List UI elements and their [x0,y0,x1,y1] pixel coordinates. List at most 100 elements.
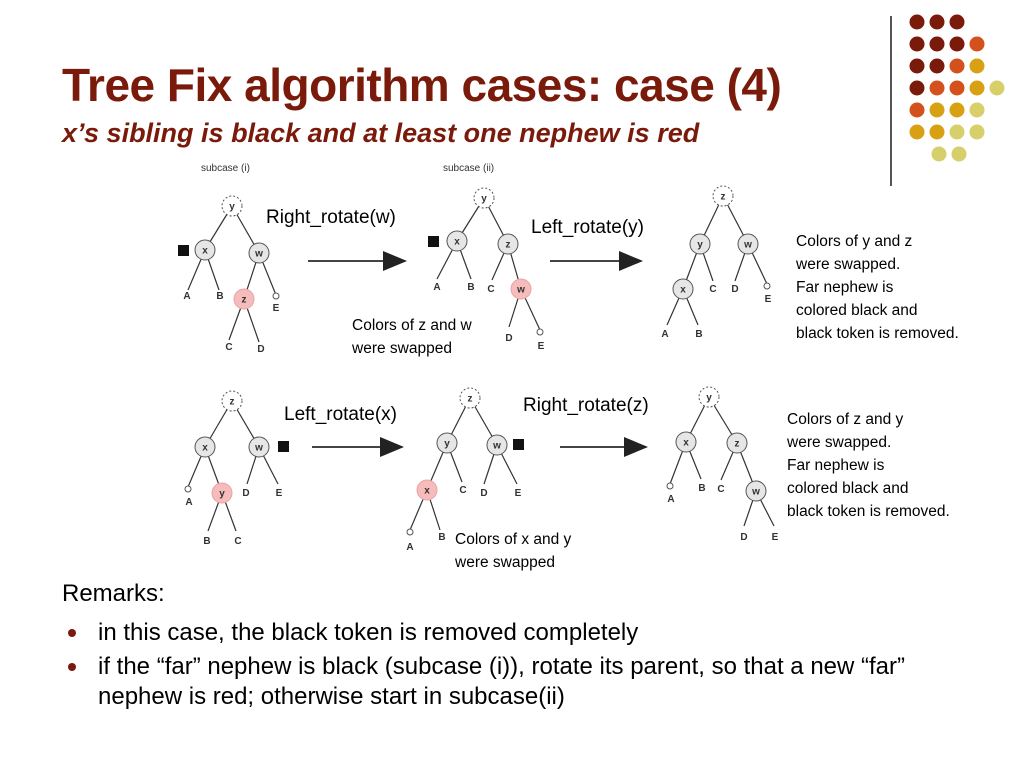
decor-dot [909,14,925,30]
divider-line [890,16,892,186]
tree-leaf-label: D [740,532,747,543]
nil-leaf [763,282,771,290]
tree-node-label: x [454,237,460,248]
tree-node-black [675,431,697,453]
decor-dot [929,80,945,96]
decorative-dot-grid [909,14,1005,162]
tree-node-label: w [516,285,525,296]
tree-leaf-label: C [225,342,232,353]
black-token-icon [278,441,289,452]
black-token-icon [513,439,524,450]
decor-dot [969,58,985,74]
bullet-icon [68,663,76,671]
tree-leaf-label: C [717,484,724,495]
tree-node-label: w [743,240,752,251]
decor-dot [929,58,945,74]
tree-node-label: y [444,439,450,450]
op-right-rotate-z: Right_rotate(z) [523,395,649,416]
remark-item: if the “far” nephew is black (subcase (i… [62,652,962,712]
nil-leaf [272,292,280,300]
tree-leaf-label: E [273,303,280,314]
tree-node-black [248,242,270,264]
tree-leaf-label: B [698,483,705,494]
decor-dot [909,102,925,118]
tree-leaf-label: B [467,282,474,293]
tree-leaf-label: E [538,341,545,352]
tree-node-black [745,480,767,502]
tree-leaf-label: B [438,532,445,543]
decor-dot [951,146,967,162]
tree-leaf-label: B [203,536,210,547]
decor-dot [969,80,985,96]
tree-leaf-label: D [257,344,264,355]
tree-node-label: x [202,443,208,454]
caption-subcase-ii: subcase (ii) [443,163,495,174]
decor-dot [909,80,925,96]
decor-dot [929,124,945,140]
tree-node-dash [473,187,495,209]
tree-node-black [737,233,759,255]
decor-dot [931,146,947,162]
tree-leaf-label: A [661,329,668,340]
tree-node-label: x [424,486,430,497]
note-row2-right: Colors of z and y were swapped. Far neph… [787,411,950,520]
tree-node-label: y [706,393,712,404]
decor-dot [949,124,965,140]
decor-dot [909,58,925,74]
decor-dot [909,124,925,140]
tree-leaf-label: D [731,284,738,295]
tree-leaf-label: A [406,542,413,553]
tree-leaf-label: D [480,488,487,499]
tree-leaf-label: B [695,329,702,340]
tree-node-dash [221,390,243,412]
tree-leaf-label: C [459,485,466,496]
decor-dot [929,36,945,52]
decor-dot [969,102,985,118]
nil-leaf [406,528,414,536]
tree-leaf-label: E [765,294,772,305]
bullet-icon [68,629,76,637]
tree-leaf-label: A [433,282,440,293]
tree-node-label: z [468,394,473,405]
tree-node-dash [459,387,481,409]
tree-node-label: y [219,489,225,500]
tree-leaf-label: A [183,291,190,302]
tree-node-black [248,436,270,458]
nil-leaf [536,328,544,336]
decor-dot [949,14,965,30]
tree-node-black [497,233,519,255]
tree-node-label: x [683,438,689,449]
tree-leaf-label: E [515,488,522,499]
tree-node-black [726,432,748,454]
tree-node-label: z [242,295,247,306]
tree-leaf-label: E [772,532,779,543]
tree-node-red [510,278,532,300]
decor-dot [909,36,925,52]
tree-node-label: y [229,202,235,213]
remarks-heading: Remarks: [62,580,165,607]
nil-leaf [666,482,674,490]
tree-leaf-label: C [709,284,716,295]
tree-node-red [211,482,233,504]
op-left-rotate-x: Left_rotate(x) [284,404,397,425]
tree-node-label: z [735,439,740,450]
decor-dot [929,14,945,30]
note-row2-mid: Colors of x and y were swapped [455,531,572,571]
tree-node-label: w [492,441,501,452]
tree-leaf-label: A [185,497,192,508]
tree-node-label: w [751,487,760,498]
tree-node-dash [712,185,734,207]
nil-leaf [184,485,192,493]
decor-dot [989,80,1005,96]
tree-node-black [436,432,458,454]
decor-dot [929,102,945,118]
decor-dot [949,36,965,52]
tree-node-label: x [680,285,686,296]
tree-node-dash [698,386,720,408]
tree-node-label: w [254,249,263,260]
note-row1-mid: Colors of z and w were swapped [352,317,472,357]
slide-subtitle: x’s sibling is black and at least one ne… [62,118,700,148]
tree-node-red [233,288,255,310]
tree-leaf-label: C [487,284,494,295]
